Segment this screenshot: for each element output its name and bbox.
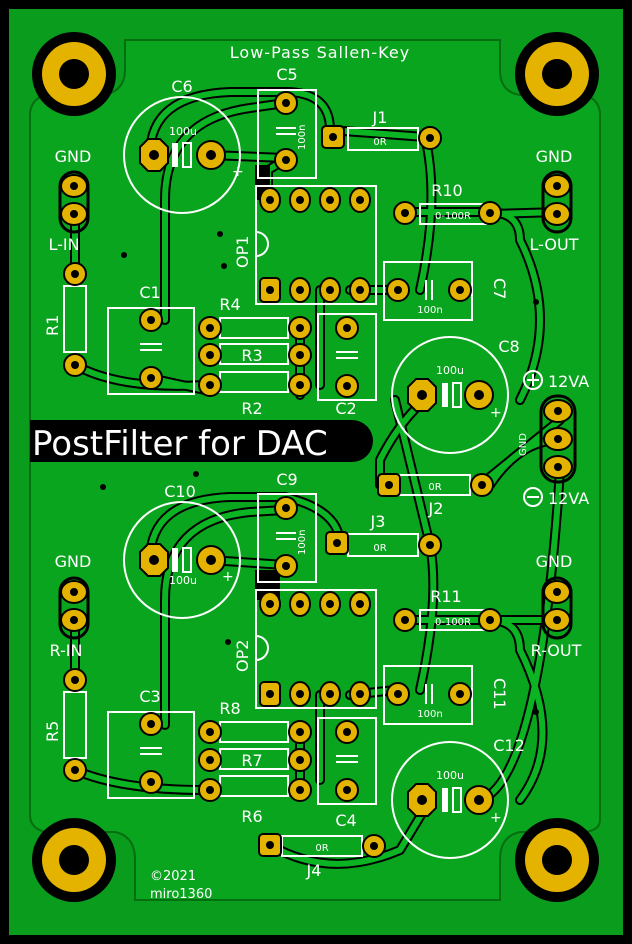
r10-value: 0-100R <box>435 211 471 222</box>
resistor-r4-r3-r2: R4 R3 R2 <box>198 295 312 418</box>
copyright-year: ©2021 <box>150 869 196 884</box>
c12-plus: + <box>490 810 502 826</box>
capacitor-c8: C8 100u + <box>391 336 520 454</box>
r11-label: R11 <box>430 587 461 606</box>
capacitor-c4: C4 <box>317 717 377 830</box>
resistor-r10: 0-100R <box>393 201 502 225</box>
j1-label: J1 <box>372 108 388 127</box>
capacitor-c10: C10 100u + <box>123 482 241 619</box>
j2-label: J2 <box>428 499 444 518</box>
connector-l-out <box>541 170 573 234</box>
r3-label: R3 <box>241 346 262 365</box>
jumper-j1: J1 0R <box>321 108 442 151</box>
c7-value: 100n <box>417 305 442 316</box>
c9-label: C9 <box>276 470 297 489</box>
c6-plus: + <box>232 164 244 180</box>
r5-label: R5 <box>43 721 62 742</box>
r1-label: R1 <box>43 315 62 336</box>
gnd-right-bottom-label: GND <box>536 552 573 571</box>
connector-r-in <box>58 576 90 640</box>
c5-value: 100n <box>297 125 308 150</box>
capacitor-c6: C6 100u + <box>123 77 244 214</box>
c9-value: 100n <box>297 530 308 555</box>
gnd-left-bottom-label: GND <box>55 552 92 571</box>
board-subtitle: Low-Pass Sallen-Key <box>230 43 410 62</box>
r8-label: R8 <box>219 699 240 718</box>
l-out-label: L-OUT <box>530 235 579 254</box>
capacitor-c9: C9 100n <box>257 470 317 583</box>
l-in-label: L-IN <box>48 235 79 254</box>
c3-label: C3 <box>139 687 160 706</box>
r7-label: R7 <box>241 751 262 770</box>
resistor-r1: R1 <box>43 262 87 377</box>
j3-label: J3 <box>370 512 386 531</box>
j4-value: 0R <box>315 843 328 854</box>
mounting-hole-bottom-left <box>32 818 116 902</box>
jumper-j3: J3 0R <box>325 512 442 557</box>
c6-label: C6 <box>171 77 192 96</box>
banner-text: PostFilter for DAC <box>32 424 328 464</box>
mounting-hole-bottom-right <box>515 818 599 902</box>
r6-label: R6 <box>241 807 262 826</box>
c4-label: C4 <box>335 811 356 830</box>
title-banner: PostFilter for DAC <box>30 420 373 464</box>
resistor-r11: 0-100R <box>393 608 502 632</box>
c8-plus: + <box>490 405 502 421</box>
c10-value: 100u <box>169 574 197 587</box>
capacitor-c12: C12 100u + <box>391 736 525 859</box>
j2-value: 0R <box>428 482 441 493</box>
jumper-j4: 0R J4 <box>258 833 386 880</box>
opamp-op2: OP2 <box>233 589 377 709</box>
capacitor-c11: C11 100n <box>383 665 509 725</box>
c10-plus: + <box>222 569 234 585</box>
j1-value: 0R <box>373 137 386 148</box>
jumper-j2: 0R J2 <box>377 473 494 518</box>
capacitor-c2: C2 <box>317 313 377 418</box>
c7-label: C7 <box>490 278 509 299</box>
c11-label: C11 <box>490 678 509 710</box>
author-name: miro1360 <box>150 887 212 902</box>
minus-12va-label: 12VA <box>548 489 589 508</box>
c10-label: C10 <box>164 482 196 501</box>
mounting-hole-top-left <box>32 32 116 116</box>
r2-label: R2 <box>241 399 262 418</box>
capacitor-c3: C3 <box>107 687 195 799</box>
capacitor-c7: C7 100n <box>383 261 509 321</box>
power-connector: 12VA GND 12VA <box>518 370 589 508</box>
gnd-left-top-label: GND <box>55 147 92 166</box>
r-in-label: R-IN <box>50 641 83 660</box>
op2-label: OP2 <box>233 640 252 672</box>
gnd-right-top-label: GND <box>536 147 573 166</box>
r4-label: R4 <box>219 295 240 314</box>
j4-label: J4 <box>306 861 322 880</box>
connector-r-out <box>541 576 573 640</box>
resistor-r8-r7-r6: R8 R7 R6 <box>198 699 312 826</box>
capacitor-c1: C1 <box>107 283 195 395</box>
c5-label: C5 <box>276 65 297 84</box>
r-out-label: R-OUT <box>531 641 582 660</box>
c6-value: 100u <box>169 125 197 138</box>
resistor-r5: R5 <box>43 668 87 782</box>
gnd-small-label: GND <box>518 433 529 456</box>
c8-label: C8 <box>498 337 519 356</box>
c11-value: 100n <box>417 709 442 720</box>
r11-value: 0-100R <box>435 617 471 628</box>
c12-label: C12 <box>493 736 525 755</box>
c12-value: 100u <box>436 769 464 782</box>
c1-label: C1 <box>139 283 160 302</box>
connector-l-in <box>58 170 90 234</box>
vias <box>100 231 539 715</box>
j3-value: 0R <box>373 543 386 554</box>
c8-value: 100u <box>436 364 464 377</box>
c2-label: C2 <box>335 399 356 418</box>
opamp-op1: OP1 <box>233 185 377 305</box>
plus-12va-label: 12VA <box>548 372 589 391</box>
capacitor-c5: C5 100n <box>257 65 317 179</box>
op1-label: OP1 <box>233 236 252 268</box>
mounting-hole-top-right <box>515 32 599 116</box>
r10-label: R10 <box>431 181 462 200</box>
